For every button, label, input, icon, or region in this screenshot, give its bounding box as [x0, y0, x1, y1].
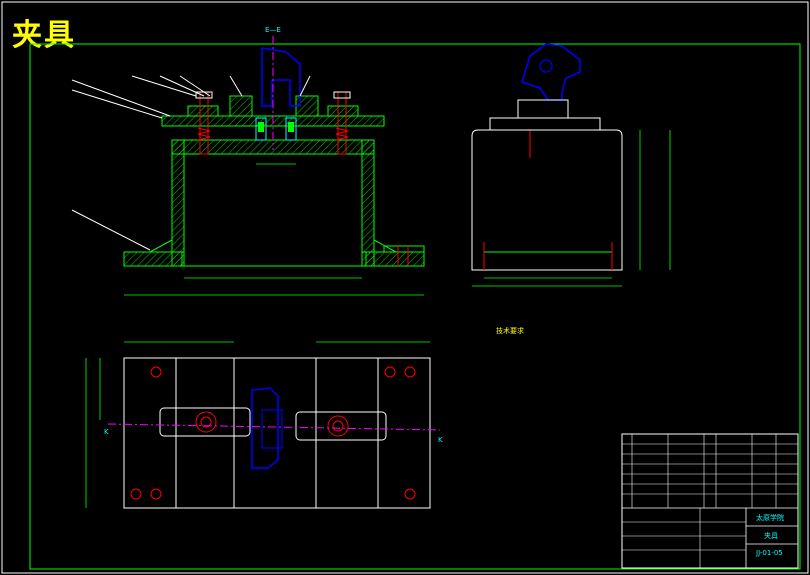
section-label: E—E: [265, 26, 281, 34]
top-view: [85, 341, 441, 509]
drawing-big-title: 夹具: [12, 18, 76, 53]
section-marker-left: K: [104, 428, 109, 436]
titleblock-school: 太原学院: [756, 514, 784, 522]
section-marker-right: K: [438, 436, 443, 444]
titleblock-drawing-number: JJ-01-05: [756, 549, 783, 557]
title-block: [621, 433, 799, 569]
titleblock-part-name: 夹具: [764, 532, 778, 540]
tech-requirements-title: 技术要求: [496, 327, 524, 335]
sheet-border-inner: [29, 43, 801, 570]
side-view: [471, 43, 671, 287]
front-section-view: [71, 36, 425, 296]
